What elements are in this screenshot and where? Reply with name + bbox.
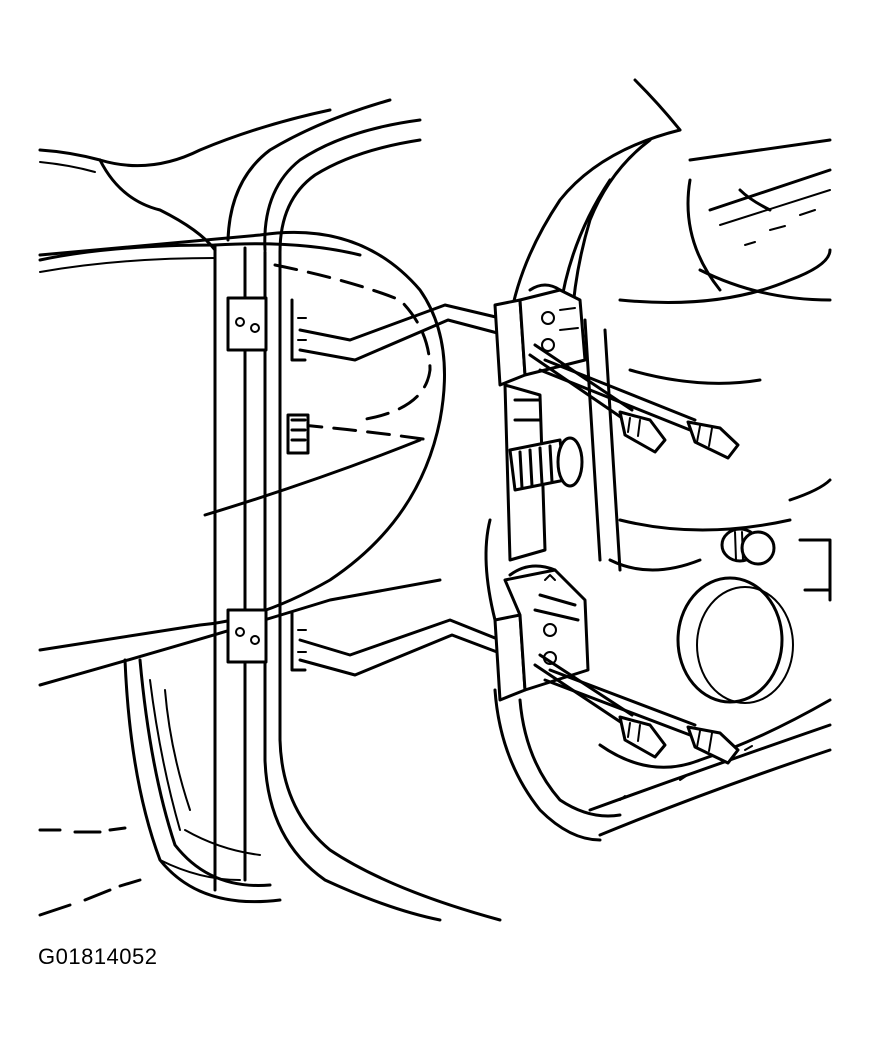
pillar-hinge-mounts — [226, 296, 310, 672]
body-pillar — [38, 98, 502, 922]
lower-bolts — [533, 653, 740, 765]
door-shell — [484, 78, 832, 842]
alignment-lines — [298, 303, 507, 677]
door-plugs — [676, 527, 794, 704]
figure-id-label: G01814052 — [38, 944, 158, 969]
lower-door-hinge — [493, 564, 590, 702]
door-panel-outline — [38, 230, 446, 687]
upper-bolts — [528, 343, 740, 460]
upper-door-hinge — [493, 283, 587, 562]
